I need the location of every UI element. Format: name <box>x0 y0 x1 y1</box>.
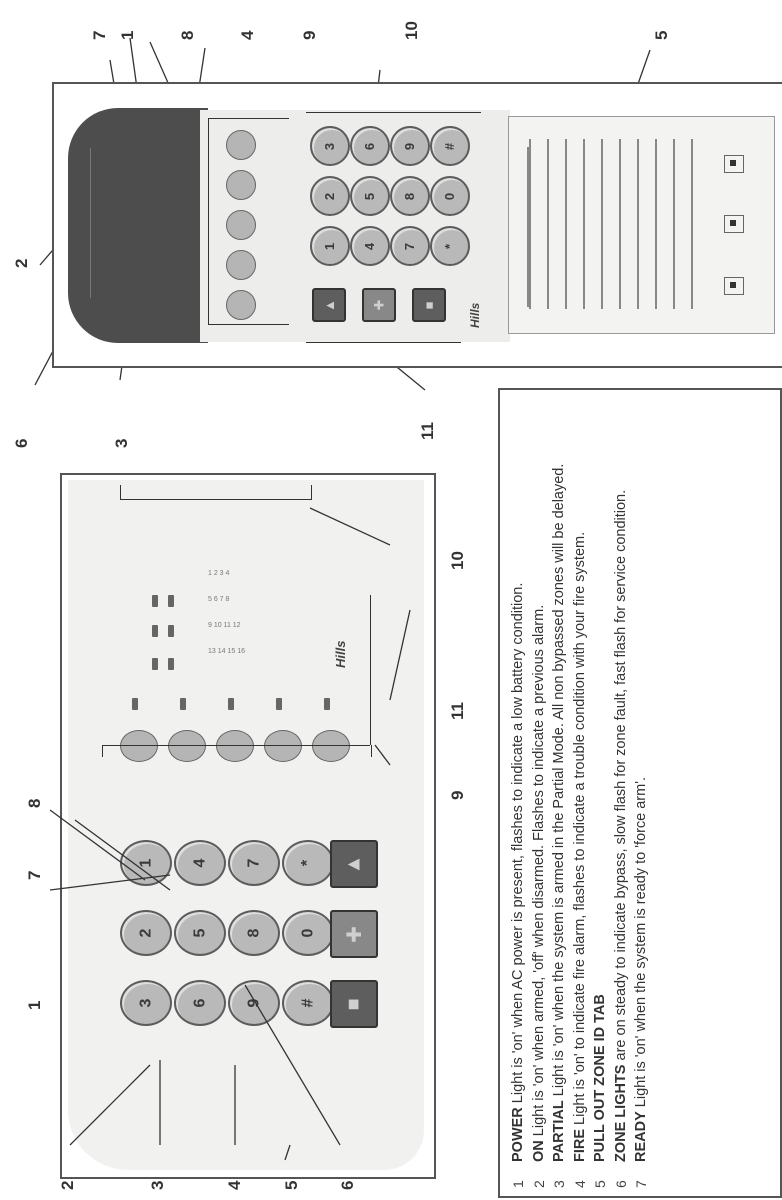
callout-5-left: 5 <box>282 1180 301 1190</box>
callout-3-right: 3 <box>112 438 131 448</box>
lcd-labels <box>90 148 179 298</box>
brand-logo-right: Hills <box>468 302 482 328</box>
fire-led <box>168 595 174 607</box>
key-3[interactable]: 3 <box>120 980 172 1026</box>
callout-11-left: 11 <box>448 702 467 720</box>
key-5[interactable]: 5 <box>174 910 226 956</box>
callout-4-right: 4 <box>238 30 257 40</box>
key-7[interactable]: 7 <box>228 840 280 886</box>
callout-2-right: 2 <box>12 258 31 268</box>
callout-6-right: 6 <box>12 438 31 448</box>
extra-led <box>168 658 174 670</box>
rb-function-3[interactable] <box>226 210 256 240</box>
zone-lights-grid: 1 2 3 4 5 6 7 8 9 10 11 12 13 14 15 16 <box>208 570 245 655</box>
callout-9-right: 9 <box>300 30 319 40</box>
on-led <box>152 625 158 637</box>
callout-7-left: 7 <box>25 870 44 880</box>
function-button-2[interactable] <box>168 730 206 762</box>
rb-function-4[interactable] <box>226 250 256 280</box>
callout-11-right: 11 <box>418 422 437 440</box>
rb-function-5[interactable] <box>226 290 256 320</box>
callout-1-left: 1 <box>25 1000 44 1010</box>
key-8[interactable]: 8 <box>228 910 280 956</box>
callout-8-right: 8 <box>178 30 197 40</box>
function-led-2 <box>180 698 186 710</box>
function-led-3 <box>228 698 234 710</box>
function-led-5 <box>324 698 330 710</box>
function-button-3[interactable] <box>216 730 254 762</box>
rb-key-1[interactable]: 1 <box>310 226 350 266</box>
bracket-11 <box>370 595 371 745</box>
rb-medical-key[interactable]: ✚ <box>362 288 396 322</box>
callout-4-left: 4 <box>225 1180 244 1190</box>
fire-key[interactable]: ■ <box>330 980 378 1028</box>
key-4[interactable]: 4 <box>174 840 226 886</box>
police-key[interactable]: ▲ <box>330 840 378 888</box>
callout-8-left: 8 <box>25 798 44 808</box>
rb-key-7[interactable]: 7 <box>390 226 430 266</box>
rb-key-9[interactable]: 9 <box>390 126 430 166</box>
rb-key-5[interactable]: 5 <box>350 176 390 216</box>
function-button-5[interactable] <box>312 730 350 762</box>
notes-box <box>498 388 782 1198</box>
rb-police-key[interactable]: ▲ <box>312 288 346 322</box>
bracket-9 <box>102 745 370 746</box>
right-keypad-body: 3 6 9 # 2 5 8 0 1 4 7 * ▲ ✚ ■ Hills <box>200 110 510 342</box>
power-led <box>152 595 158 607</box>
key-hash[interactable]: # <box>282 980 334 1026</box>
left-keypad-body: 1 2 3 4 5 6 7 8 9 10 11 12 13 14 15 16 H… <box>68 480 424 1170</box>
card-lines-group <box>519 129 699 319</box>
callout-1-right: 1 <box>118 30 137 40</box>
callout-5-right: 5 <box>652 30 671 40</box>
rb-key-3[interactable]: 3 <box>310 126 350 166</box>
rb-function-1[interactable] <box>226 130 256 160</box>
rb-key-0[interactable]: 0 <box>430 176 470 216</box>
callout-6-left: 6 <box>338 1180 357 1190</box>
zone-id-tab-card <box>508 116 775 334</box>
rb-key-4[interactable]: 4 <box>350 226 390 266</box>
partial-led <box>152 658 158 670</box>
key-6[interactable]: 6 <box>174 980 226 1026</box>
callout-3-left: 3 <box>148 1180 167 1190</box>
function-led-1 <box>132 698 138 710</box>
card-icon-3 <box>724 277 744 295</box>
function-button-1[interactable] <box>120 730 158 762</box>
callout-10-right: 10 <box>402 21 421 40</box>
callout-7-right: 7 <box>90 30 109 40</box>
rb-fire-key[interactable]: ■ <box>412 288 446 322</box>
rb-key-star[interactable]: * <box>430 226 470 266</box>
bracket-9-right <box>208 118 289 325</box>
callout-2-left: 2 <box>58 1180 77 1190</box>
function-button-4[interactable] <box>264 730 302 762</box>
rb-key-6[interactable]: 6 <box>350 126 390 166</box>
bracket-10-right <box>306 112 481 113</box>
lcd-display <box>68 108 208 343</box>
callout-9-left: 9 <box>448 790 467 800</box>
key-star[interactable]: * <box>282 840 334 886</box>
bracket-11-right <box>306 342 461 343</box>
key-0[interactable]: 0 <box>282 910 334 956</box>
function-led-4 <box>276 698 282 710</box>
rb-key-8[interactable]: 8 <box>390 176 430 216</box>
key-9[interactable]: 9 <box>228 980 280 1026</box>
rb-function-2[interactable] <box>226 170 256 200</box>
key-2[interactable]: 2 <box>120 910 172 956</box>
ready-led <box>168 625 174 637</box>
medical-key[interactable]: ✚ <box>330 910 378 958</box>
card-icon-2 <box>724 215 744 233</box>
rb-key-2[interactable]: 2 <box>310 176 350 216</box>
rb-key-hash[interactable]: # <box>430 126 470 166</box>
callout-10-left: 10 <box>448 551 467 570</box>
bracket-9-ends <box>102 745 372 757</box>
card-icon-1 <box>724 155 744 173</box>
